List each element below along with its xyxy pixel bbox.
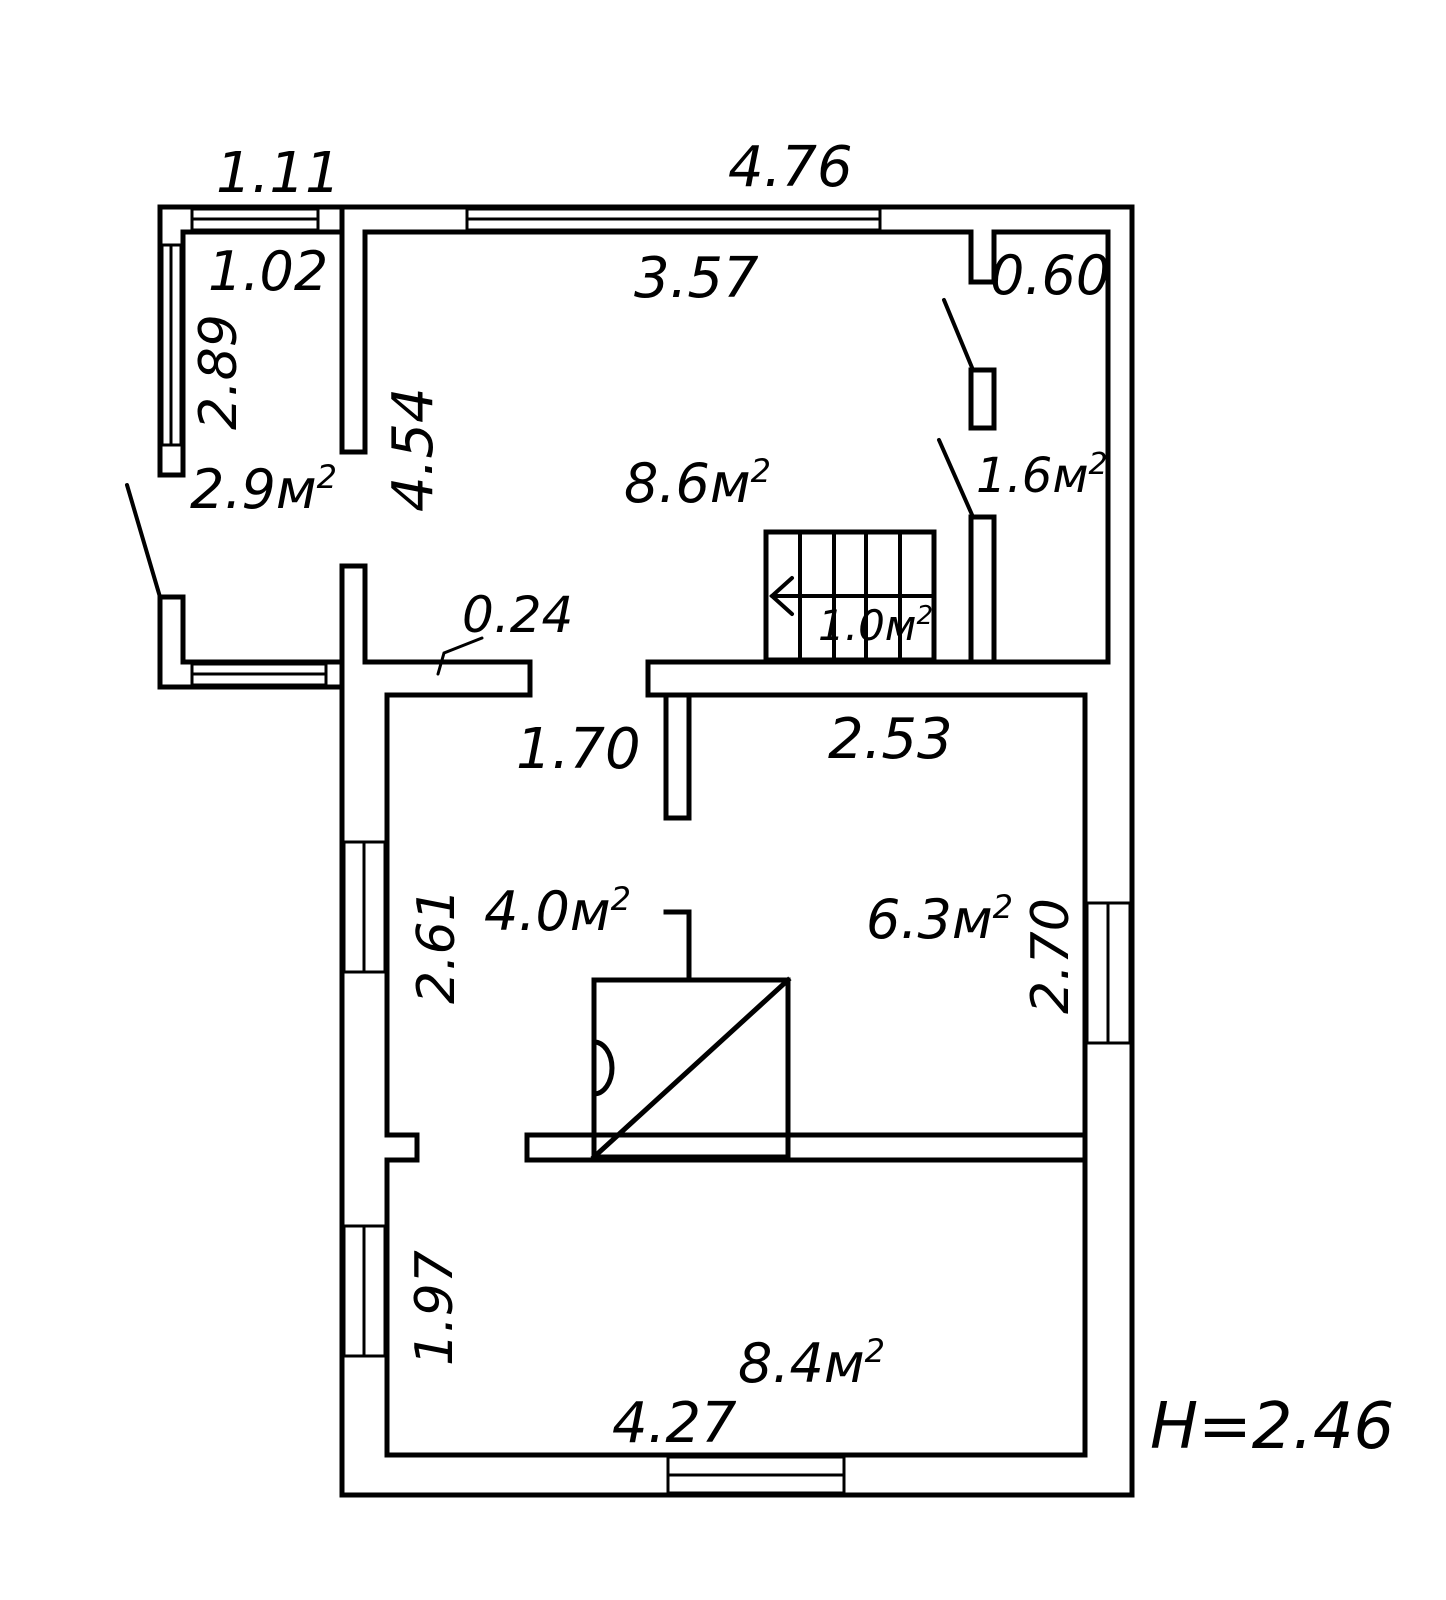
dim-bottom-room-width: 4.27 (612, 1391, 737, 1456)
ceiling-height-note: H=2.46 (1150, 1390, 1394, 1464)
hall-divider-stub (663, 909, 692, 983)
inner-wall-right-bottom (384, 692, 1088, 1458)
stair-arrow-head (769, 576, 794, 616)
dimension-labels: 1.11 4.76 1.02 2.89 3.57 0.60 4.54 0.24 … (189, 135, 1110, 1456)
area-stair: 1.0м2 (818, 601, 933, 650)
window-bottom (666, 1455, 846, 1495)
dim-right-room-height: 2.70 (1021, 898, 1081, 1014)
dim-closet-width: 0.60 (990, 244, 1110, 307)
dim-hall-width: 1.70 (516, 717, 641, 782)
window-top-left (190, 207, 320, 232)
dim-main-room-width: 3.57 (634, 246, 759, 311)
stair (763, 529, 937, 663)
dim-main-room-height: 4.54 (381, 387, 446, 512)
dim-right-room-width: 2.53 (828, 707, 953, 772)
area-labels: 2.9м2 8.6м2 1.6м2 1.0м2 4.0м2 6.3м2 8.4м… (190, 447, 1108, 1395)
window-top-main (465, 207, 882, 232)
windows (160, 207, 1132, 1495)
dim-left-room-height: 2.89 (189, 314, 249, 430)
area-hall: 4.0м2 (484, 880, 631, 943)
door-closet-upper (942, 298, 975, 372)
inner-wall-top (339, 204, 1111, 665)
dim-top-right-outer: 4.76 (728, 135, 853, 200)
window-bottom-left (342, 1224, 387, 1358)
walls (157, 204, 1135, 1498)
dim-top-left-outer: 1.11 (216, 141, 341, 206)
room-divider (524, 1132, 1088, 1163)
closet-partition (968, 367, 997, 431)
window-left-bottom (190, 662, 328, 687)
dim-wall-stub: 0.24 (462, 586, 573, 644)
area-main-room: 8.6м2 (624, 452, 771, 515)
window-right (1085, 901, 1132, 1045)
dim-left-room-width: 1.02 (208, 240, 328, 303)
doors (125, 298, 975, 599)
closet-wall-lower (968, 514, 997, 665)
door-left-room (125, 483, 162, 599)
window-hall-left (342, 840, 387, 974)
area-bottom-room: 8.4м2 (738, 1332, 885, 1395)
dim-hall-height: 2.61 (407, 888, 467, 1004)
area-left-room: 2.9м2 (190, 458, 337, 521)
area-closet: 1.6м2 (976, 447, 1108, 504)
leader-line (436, 636, 484, 676)
window-left-side (160, 243, 183, 447)
area-right-room: 6.3м2 (866, 888, 1013, 951)
left-room-walls (157, 204, 345, 478)
stove (590, 976, 792, 1161)
hall-wall-left-upper (339, 563, 533, 1163)
door-closet-lower (937, 438, 975, 519)
dim-bottom-room-height: 1.97 (405, 1250, 465, 1366)
